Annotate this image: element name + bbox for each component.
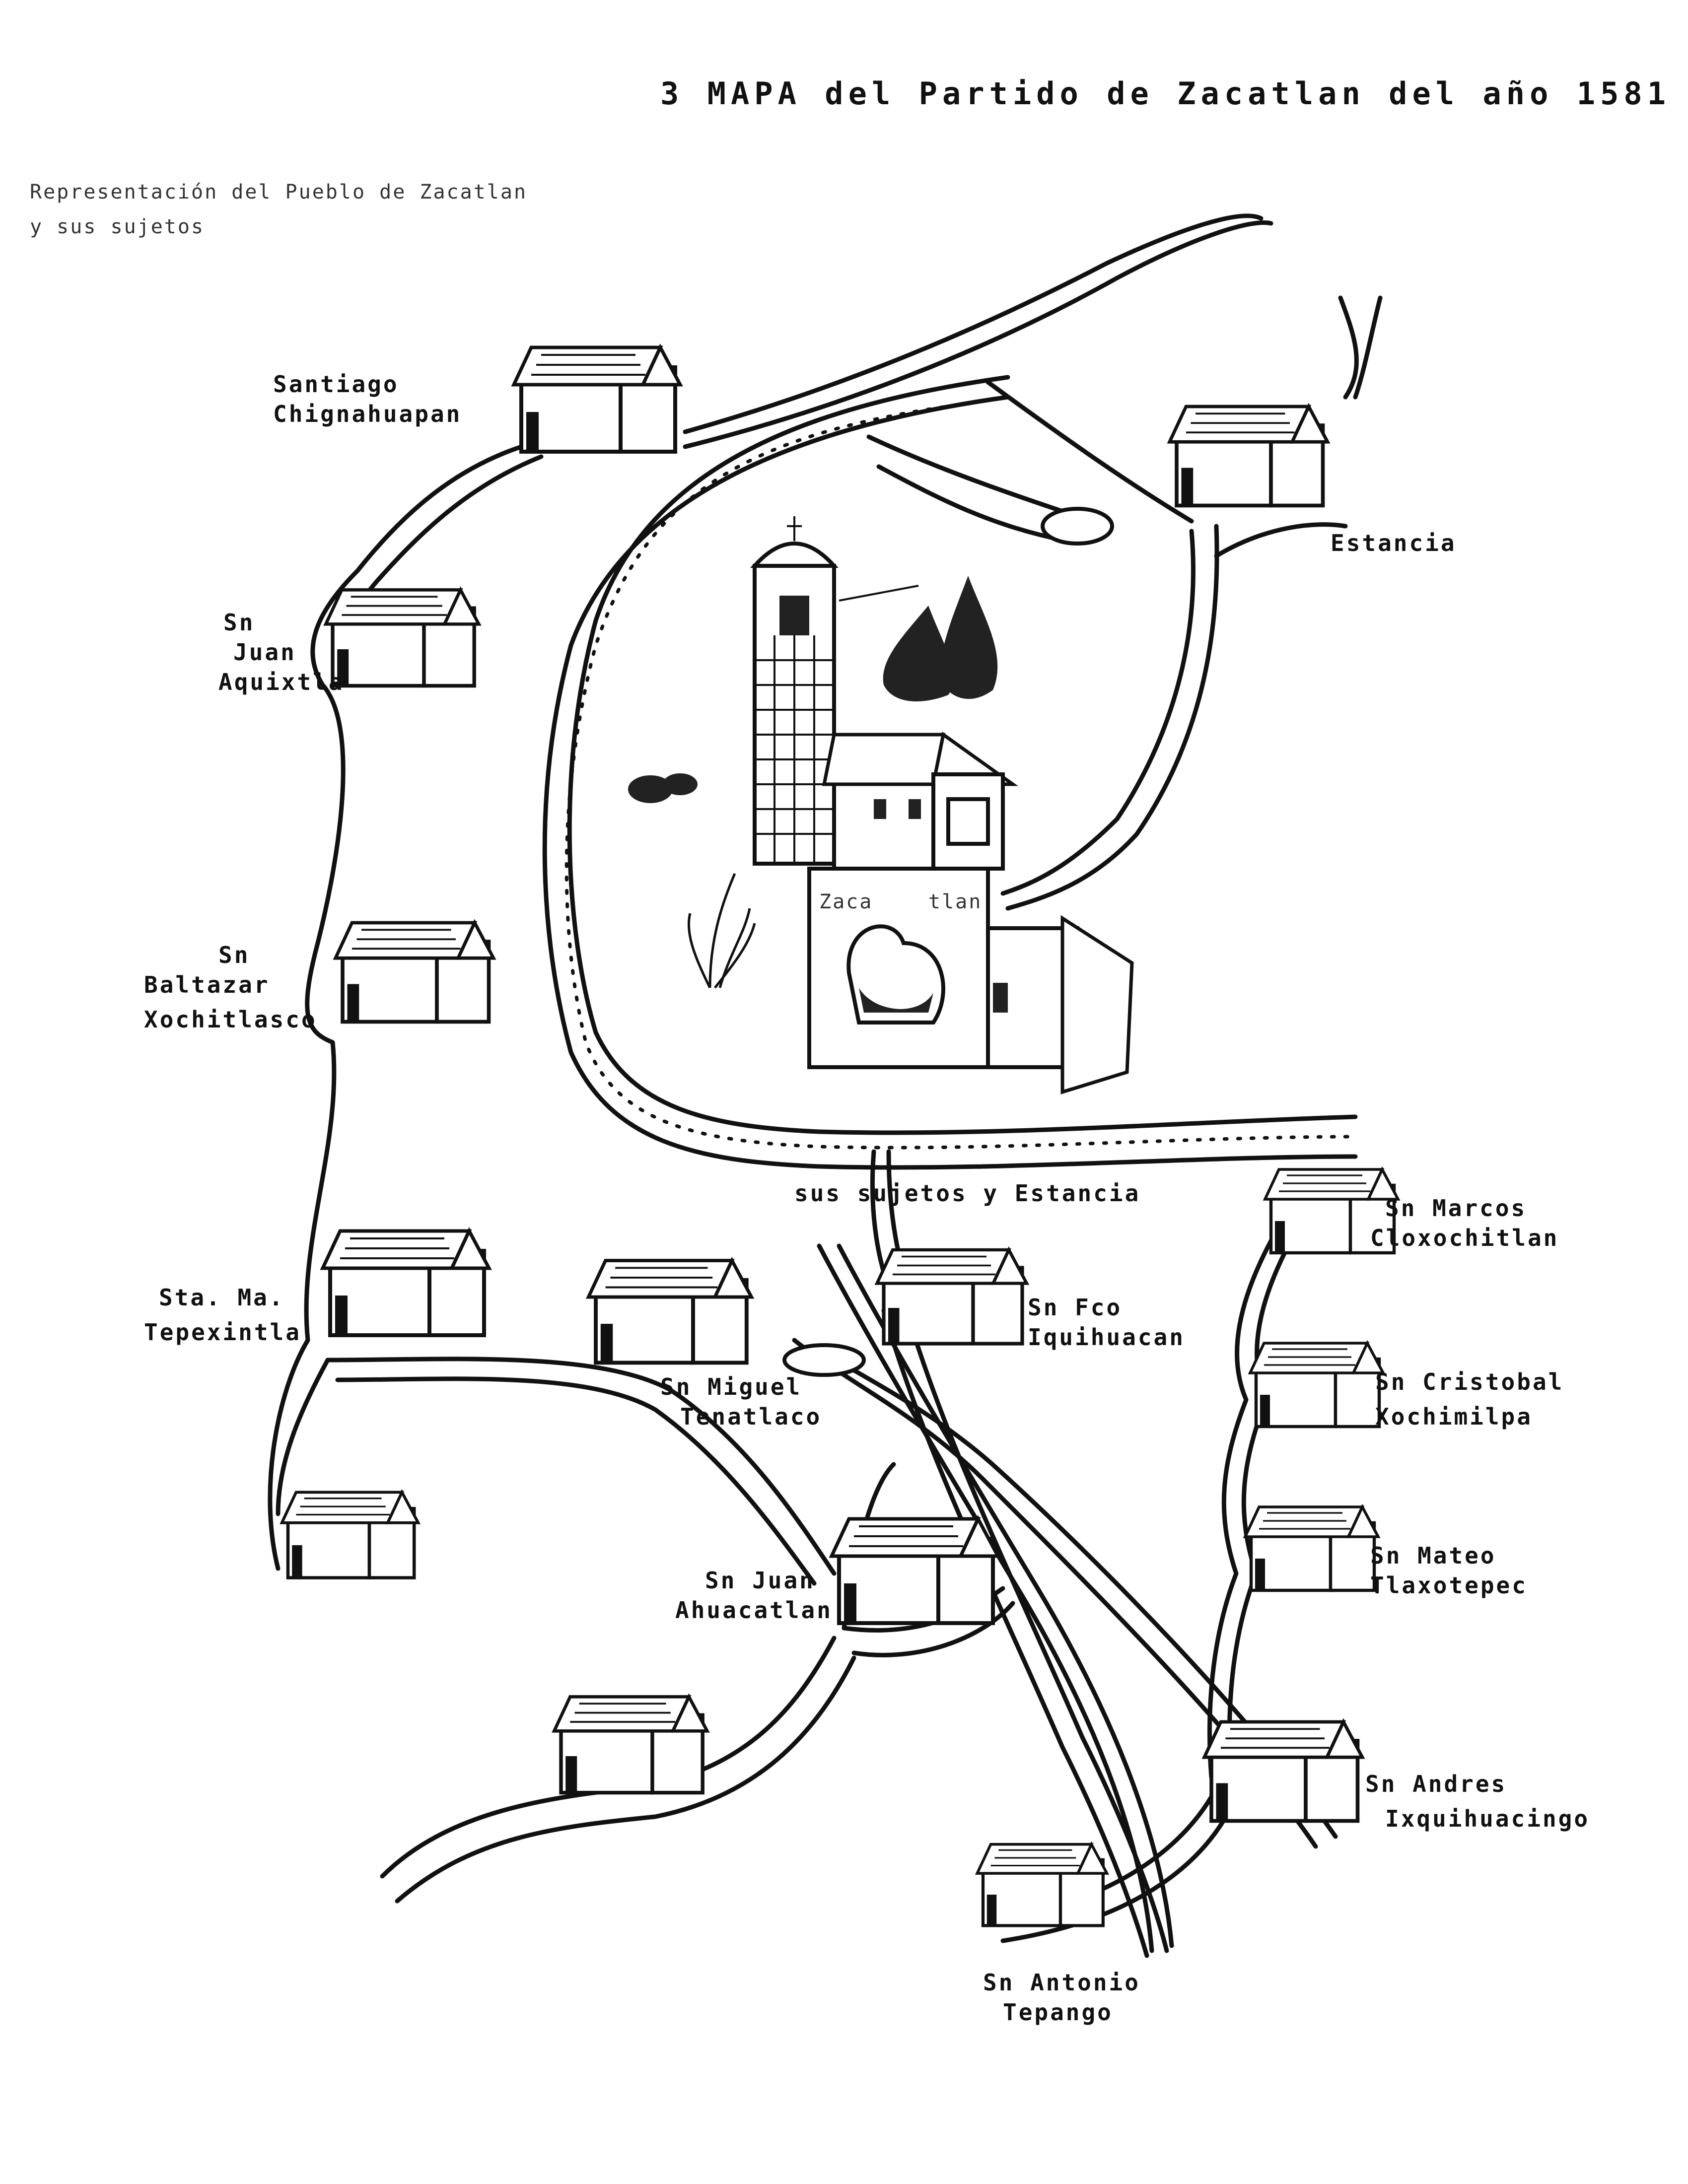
settlement-estancia: Estancia xyxy=(1170,407,1457,556)
settlement-san-baltazar: Sn Baltazar Xochitlasco xyxy=(144,923,493,1033)
place-san-baltazar-2: Baltazar xyxy=(144,971,270,998)
place-san-francisco-2: Iquihuacan xyxy=(1028,1324,1185,1351)
church-caption-left: Zaca xyxy=(819,890,873,913)
place-san-antonio-2: Tepango xyxy=(1003,1999,1113,2026)
settlement-san-marcos: Sn Marcos Cloxochitlan xyxy=(1265,1169,1559,1253)
settlement-san-cristobal: Sn Cristobal Xochimilpa xyxy=(1250,1343,1564,1430)
place-san-andres-1: Sn Andres xyxy=(1365,1771,1507,1797)
settlement-san-andres: Sn Andres Ixquihuacingo xyxy=(1204,1722,1590,1832)
map-title: 3 MAPA del Partido de Zacatlan del año 1… xyxy=(660,75,1671,112)
settlement-san-mateo: Sn Mateo Tlaxotepec xyxy=(1245,1507,1528,1599)
place-san-juan-1: Sn xyxy=(223,609,255,636)
place-san-marcos-1: Sn Marcos xyxy=(1385,1195,1527,1222)
place-san-cristobal-2: Xochimilpa xyxy=(1375,1403,1533,1430)
place-san-baltazar-1: Sn xyxy=(218,942,250,968)
settlement-san-antonio: Sn Antonio Tepango xyxy=(977,1844,1140,2026)
place-san-mateo-2: Tlaxotepec xyxy=(1370,1572,1528,1599)
bush xyxy=(628,773,698,803)
church-complex: Zaca tlan xyxy=(750,516,1134,1094)
place-san-juan-2: Juan xyxy=(233,639,296,666)
place-san-marcos-2: Cloxochitlan xyxy=(1370,1225,1559,1251)
plant xyxy=(687,873,756,989)
place-santa-maria-1: Sta. Ma. xyxy=(159,1284,285,1311)
settlement-san-juan-aquixtla: Sn Juan Aquixtla xyxy=(218,590,479,695)
settlement-unnamed-west xyxy=(282,1492,419,1577)
church-caption-right: tlan xyxy=(928,890,982,913)
place-san-mateo-1: Sn Mateo xyxy=(1370,1542,1496,1569)
settlement-san-juan-ahuacatlan: Sn Juan Ahuacatlan xyxy=(675,1519,998,1624)
place-san-miguel-1: Sn Miguel xyxy=(660,1373,802,1400)
hills xyxy=(839,576,998,702)
place-san-juan-ahuacatlan-2: Ahuacatlan xyxy=(675,1597,833,1624)
place-santiago-2: Chignahuapan xyxy=(273,401,462,427)
place-san-miguel-2: Tenatlaco xyxy=(680,1403,822,1430)
place-san-francisco-1: Sn Fco xyxy=(1028,1294,1122,1321)
place-san-juan-3: Aquixtla xyxy=(218,669,345,695)
settlement-santiago: Santiago Chignahuapan xyxy=(273,347,680,452)
map-note-line1: Representación del Pueblo de Zacatlan xyxy=(30,181,527,204)
map-note-line2: y sus sujetos xyxy=(30,215,205,238)
place-santa-maria-2: Tepexintla xyxy=(144,1319,301,1346)
place-santiago-1: Santiago xyxy=(273,371,399,398)
place-san-cristobal-1: Sn Cristobal xyxy=(1375,1368,1564,1395)
place-san-juan-ahuacatlan-1: Sn Juan xyxy=(705,1567,815,1594)
settlement-san-miguel: Sn Miguel Tenatlaco xyxy=(588,1261,822,1430)
center-caption: sus sujetos y Estancia xyxy=(794,1180,1140,1207)
place-san-baltazar-3: Xochitlasco xyxy=(144,1006,317,1033)
place-san-andres-2: Ixquihuacingo xyxy=(1385,1805,1590,1832)
settlement-san-francisco: Sn Fco Iquihuacan xyxy=(877,1250,1185,1351)
place-san-antonio-1: Sn Antonio xyxy=(983,1969,1140,1996)
place-estancia: Estancia xyxy=(1331,530,1457,556)
settlement-santa-maria: Sta. Ma. Tepexintla xyxy=(144,1231,489,1346)
settlement-southwest xyxy=(554,1697,707,1792)
